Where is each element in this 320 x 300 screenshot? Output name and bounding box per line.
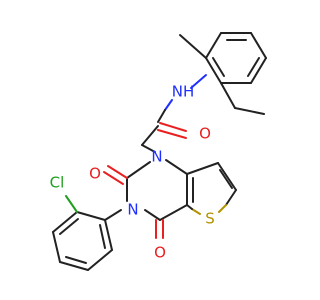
double-bond-inner: [59, 218, 79, 235]
double-bond-inner: [247, 57, 260, 77]
bond: [165, 159, 188, 175]
nh-label: NH: [172, 83, 195, 101]
ethyl-bond-2: [234, 107, 265, 115]
double-bond-inner: [219, 169, 233, 189]
c-cl-bond: [65, 195, 78, 213]
c2-o-double-bond: [103, 171, 124, 185]
ethyl-bond-1: [220, 82, 236, 109]
amide-oxygen-label: O: [199, 125, 211, 143]
sulfur-label: S: [205, 210, 215, 228]
carbonyl-double-bond: [159, 122, 187, 132]
n1-label: N: [151, 148, 162, 166]
aryl-ring: [205, 32, 267, 84]
bond: [186, 162, 219, 175]
c2-o-double-bond: [107, 165, 128, 179]
methyl-bond: [179, 34, 207, 59]
bond: [191, 208, 201, 215]
thiophene-ring: [186, 162, 237, 215]
bond: [87, 249, 113, 271]
pyrimidine-ring: [126, 159, 188, 221]
molecule-diagram: NH O N N O O S Cl: [50, 32, 267, 271]
bond: [225, 189, 237, 206]
bond: [205, 32, 222, 59]
chlorine-label: Cl: [50, 174, 65, 192]
nh-carbonyl-bond: [157, 109, 166, 123]
bond: [104, 219, 113, 251]
double-bond-inner: [212, 57, 225, 77]
bond: [250, 32, 267, 59]
molecule-structure: NH O N N O O S Cl: [50, 32, 267, 271]
bond: [205, 57, 222, 84]
carbonyl-double-bond: [157, 129, 187, 139]
c4-oxygen-label: O: [154, 244, 166, 262]
bond: [52, 211, 78, 233]
ch2-n1-bond: [141, 144, 156, 153]
ch2-bond: [141, 125, 159, 146]
bond: [218, 204, 227, 213]
aryl-nh-bond: [190, 74, 207, 89]
n3-aryl-bond: [104, 209, 122, 221]
bond: [59, 261, 89, 271]
bond: [186, 204, 193, 210]
bond: [159, 204, 188, 221]
double-bond-inner: [99, 224, 106, 249]
bond: [52, 231, 61, 263]
chlorophenyl-ring: [52, 211, 113, 271]
n3-label: N: [127, 201, 138, 219]
bond: [250, 57, 267, 84]
nh-carbonyl-bond: [164, 99, 173, 111]
bond: [76, 211, 106, 221]
double-bond-inner: [65, 256, 87, 264]
bond: [217, 162, 237, 191]
bond: [126, 161, 151, 179]
bond: [144, 209, 161, 221]
c2-oxygen-label: O: [89, 165, 101, 183]
